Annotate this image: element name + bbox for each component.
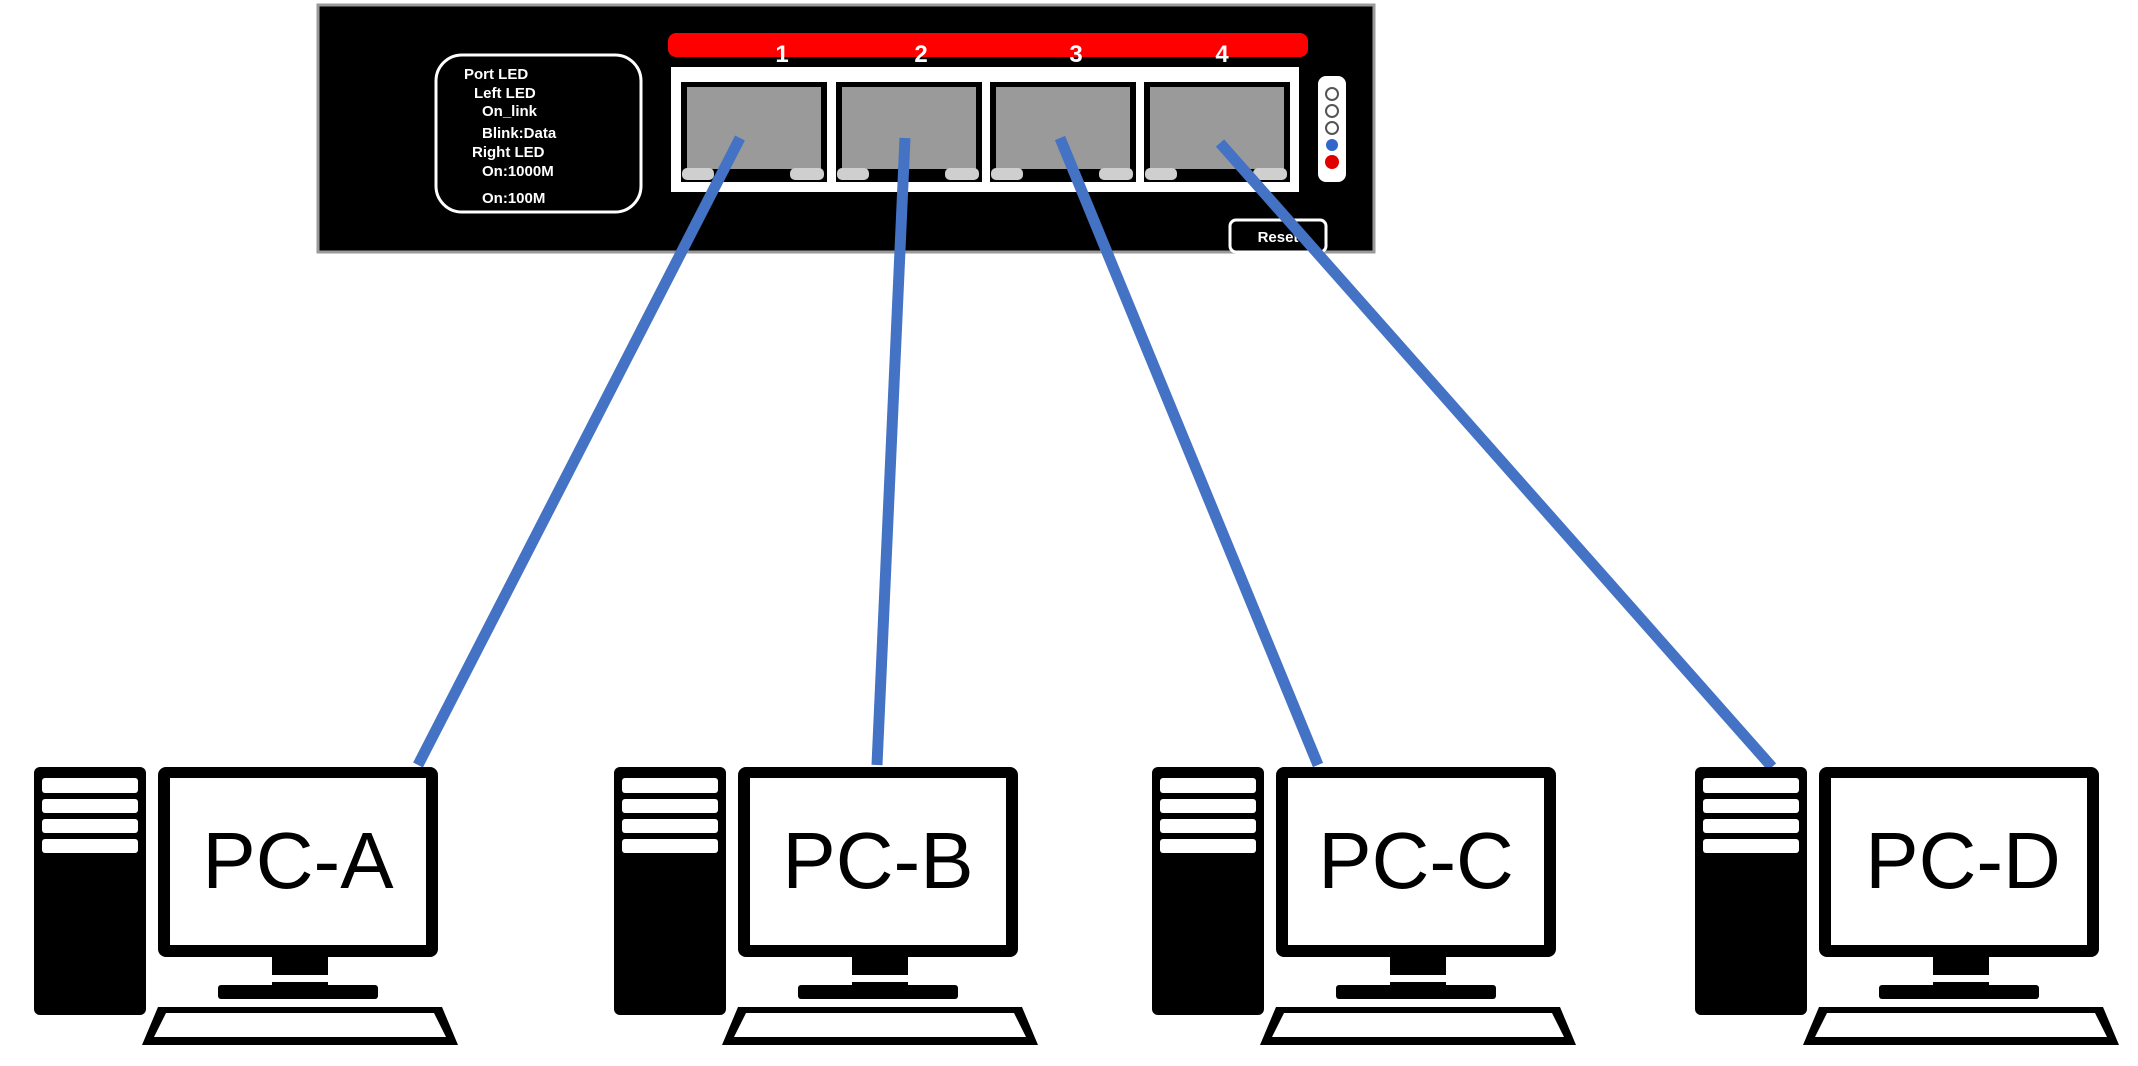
pc-label: PC-D [1865, 816, 2061, 905]
ethernet-port-3 [990, 82, 1136, 182]
computer-pc-a: PC-A [34, 767, 458, 1045]
port-led-icon [837, 168, 869, 180]
led-legend-line: Blink:Data [482, 125, 557, 142]
cables [413, 135, 1777, 771]
pc-label: PC-A [202, 816, 394, 905]
port-led-icon [1145, 168, 1177, 180]
status-band [668, 33, 1308, 57]
cable-pc-b [871, 137, 911, 766]
computer-icon [1695, 767, 2119, 1045]
cable-pc-a [413, 135, 745, 768]
network-switch: Port LED Left LED On_link Blink:Data Rig… [316, 3, 1376, 254]
port-led-icon [790, 168, 824, 180]
computer-pc-b: PC-B [614, 767, 1038, 1045]
cable-pc-c [1054, 135, 1324, 768]
led-legend-frame [434, 53, 643, 214]
computer-pc-c: PC-C [1152, 767, 1576, 1045]
led-legend-line: On_link [482, 103, 538, 120]
ethernet-port-4 [1144, 82, 1290, 182]
computer-icon [1152, 767, 1576, 1045]
led-legend-panel: Port LED Left LED On_link Blink:Data Rig… [434, 53, 643, 214]
port-led-icon [945, 168, 979, 180]
led-legend-line: On:1000M [482, 163, 554, 180]
port-number-label: 2 [914, 41, 927, 68]
reset-label: Reset [1258, 229, 1299, 246]
computer-icon [34, 767, 458, 1045]
power-led-icon [1325, 155, 1339, 169]
pc-label: PC-B [782, 816, 973, 905]
pc-label: PC-C [1318, 816, 1514, 905]
port-led-icon [991, 168, 1023, 180]
port-number-label: 3 [1069, 41, 1082, 68]
computer-icon [614, 767, 1038, 1045]
port-led-icon [682, 168, 714, 180]
power-led-strip [1318, 76, 1346, 182]
led-legend-line: On:100M [482, 190, 545, 207]
led-legend-line: Right LED [472, 144, 545, 161]
port-led-icon [1099, 168, 1133, 180]
computer-pc-d: PC-D [1695, 767, 2119, 1045]
port-number-label: 4 [1215, 41, 1229, 68]
led-legend-line: Left LED [474, 85, 536, 102]
port-led-icon [1253, 168, 1287, 180]
port-number-label: 1 [775, 41, 788, 68]
led-legend-line: Port LED [464, 66, 528, 83]
ethernet-port-1 [681, 82, 827, 182]
cable-pc-d [1215, 139, 1777, 771]
